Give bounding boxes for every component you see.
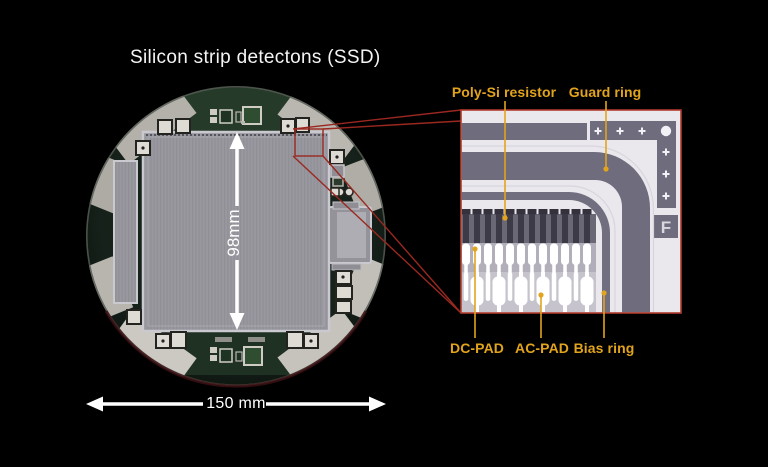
- label-ac-pad: AC-PAD: [514, 340, 569, 356]
- label-leaders: [472, 101, 609, 338]
- bottom-center-structures: [210, 337, 265, 366]
- label-bias-ring: Bias ring: [573, 340, 635, 356]
- bias-ring-band: [461, 192, 610, 313]
- wafer-pad-dots: [141, 124, 345, 343]
- label-poly-si-resistor: Poly-Si resistor: [451, 84, 557, 100]
- wafer-diameter-dimension: 150 mm: [206, 395, 266, 412]
- top-center-structures: [210, 106, 262, 125]
- callout-line-top-b: [322, 120, 462, 130]
- inset-panel-border: [460, 109, 682, 314]
- figure-title: Silicon strip detectons (SSD): [130, 47, 381, 68]
- zoom-callout-box: [294, 128, 324, 157]
- label-guard-ring: Guard ring: [568, 84, 642, 100]
- callout-line-bottom-a: [292, 155, 462, 314]
- guide-ring-inner: [461, 185, 616, 313]
- f-mark: F: [654, 215, 678, 238]
- edge-metal-bar: [461, 123, 587, 140]
- wafer-rim-red-tint: [104, 310, 368, 388]
- left-test-strip: [113, 160, 138, 304]
- label-dc-pad: DC-PAD: [449, 340, 504, 356]
- fiducial-bar: [590, 121, 676, 208]
- guide-ring-outer: [461, 145, 655, 313]
- callout-line-top-a: [292, 109, 462, 130]
- inset-panel: F: [460, 109, 682, 314]
- fiducial-cross-marks: [594, 127, 670, 200]
- callout-line-bottom-b: [322, 155, 462, 314]
- zoom-callout: [292, 109, 462, 314]
- ac-pad-row-bg: [461, 272, 596, 313]
- dimension-arrow-vertical: [229, 132, 245, 330]
- sensor-height-dimension: 98mm: [224, 209, 243, 257]
- guard-ring-band: [461, 152, 650, 313]
- strip-region: [461, 209, 596, 313]
- f-mark-letter: F: [661, 218, 671, 237]
- right-test-chip: [328, 206, 372, 271]
- dimension-arrow-horizontal: [86, 396, 386, 412]
- fiducial-circle: [660, 125, 672, 137]
